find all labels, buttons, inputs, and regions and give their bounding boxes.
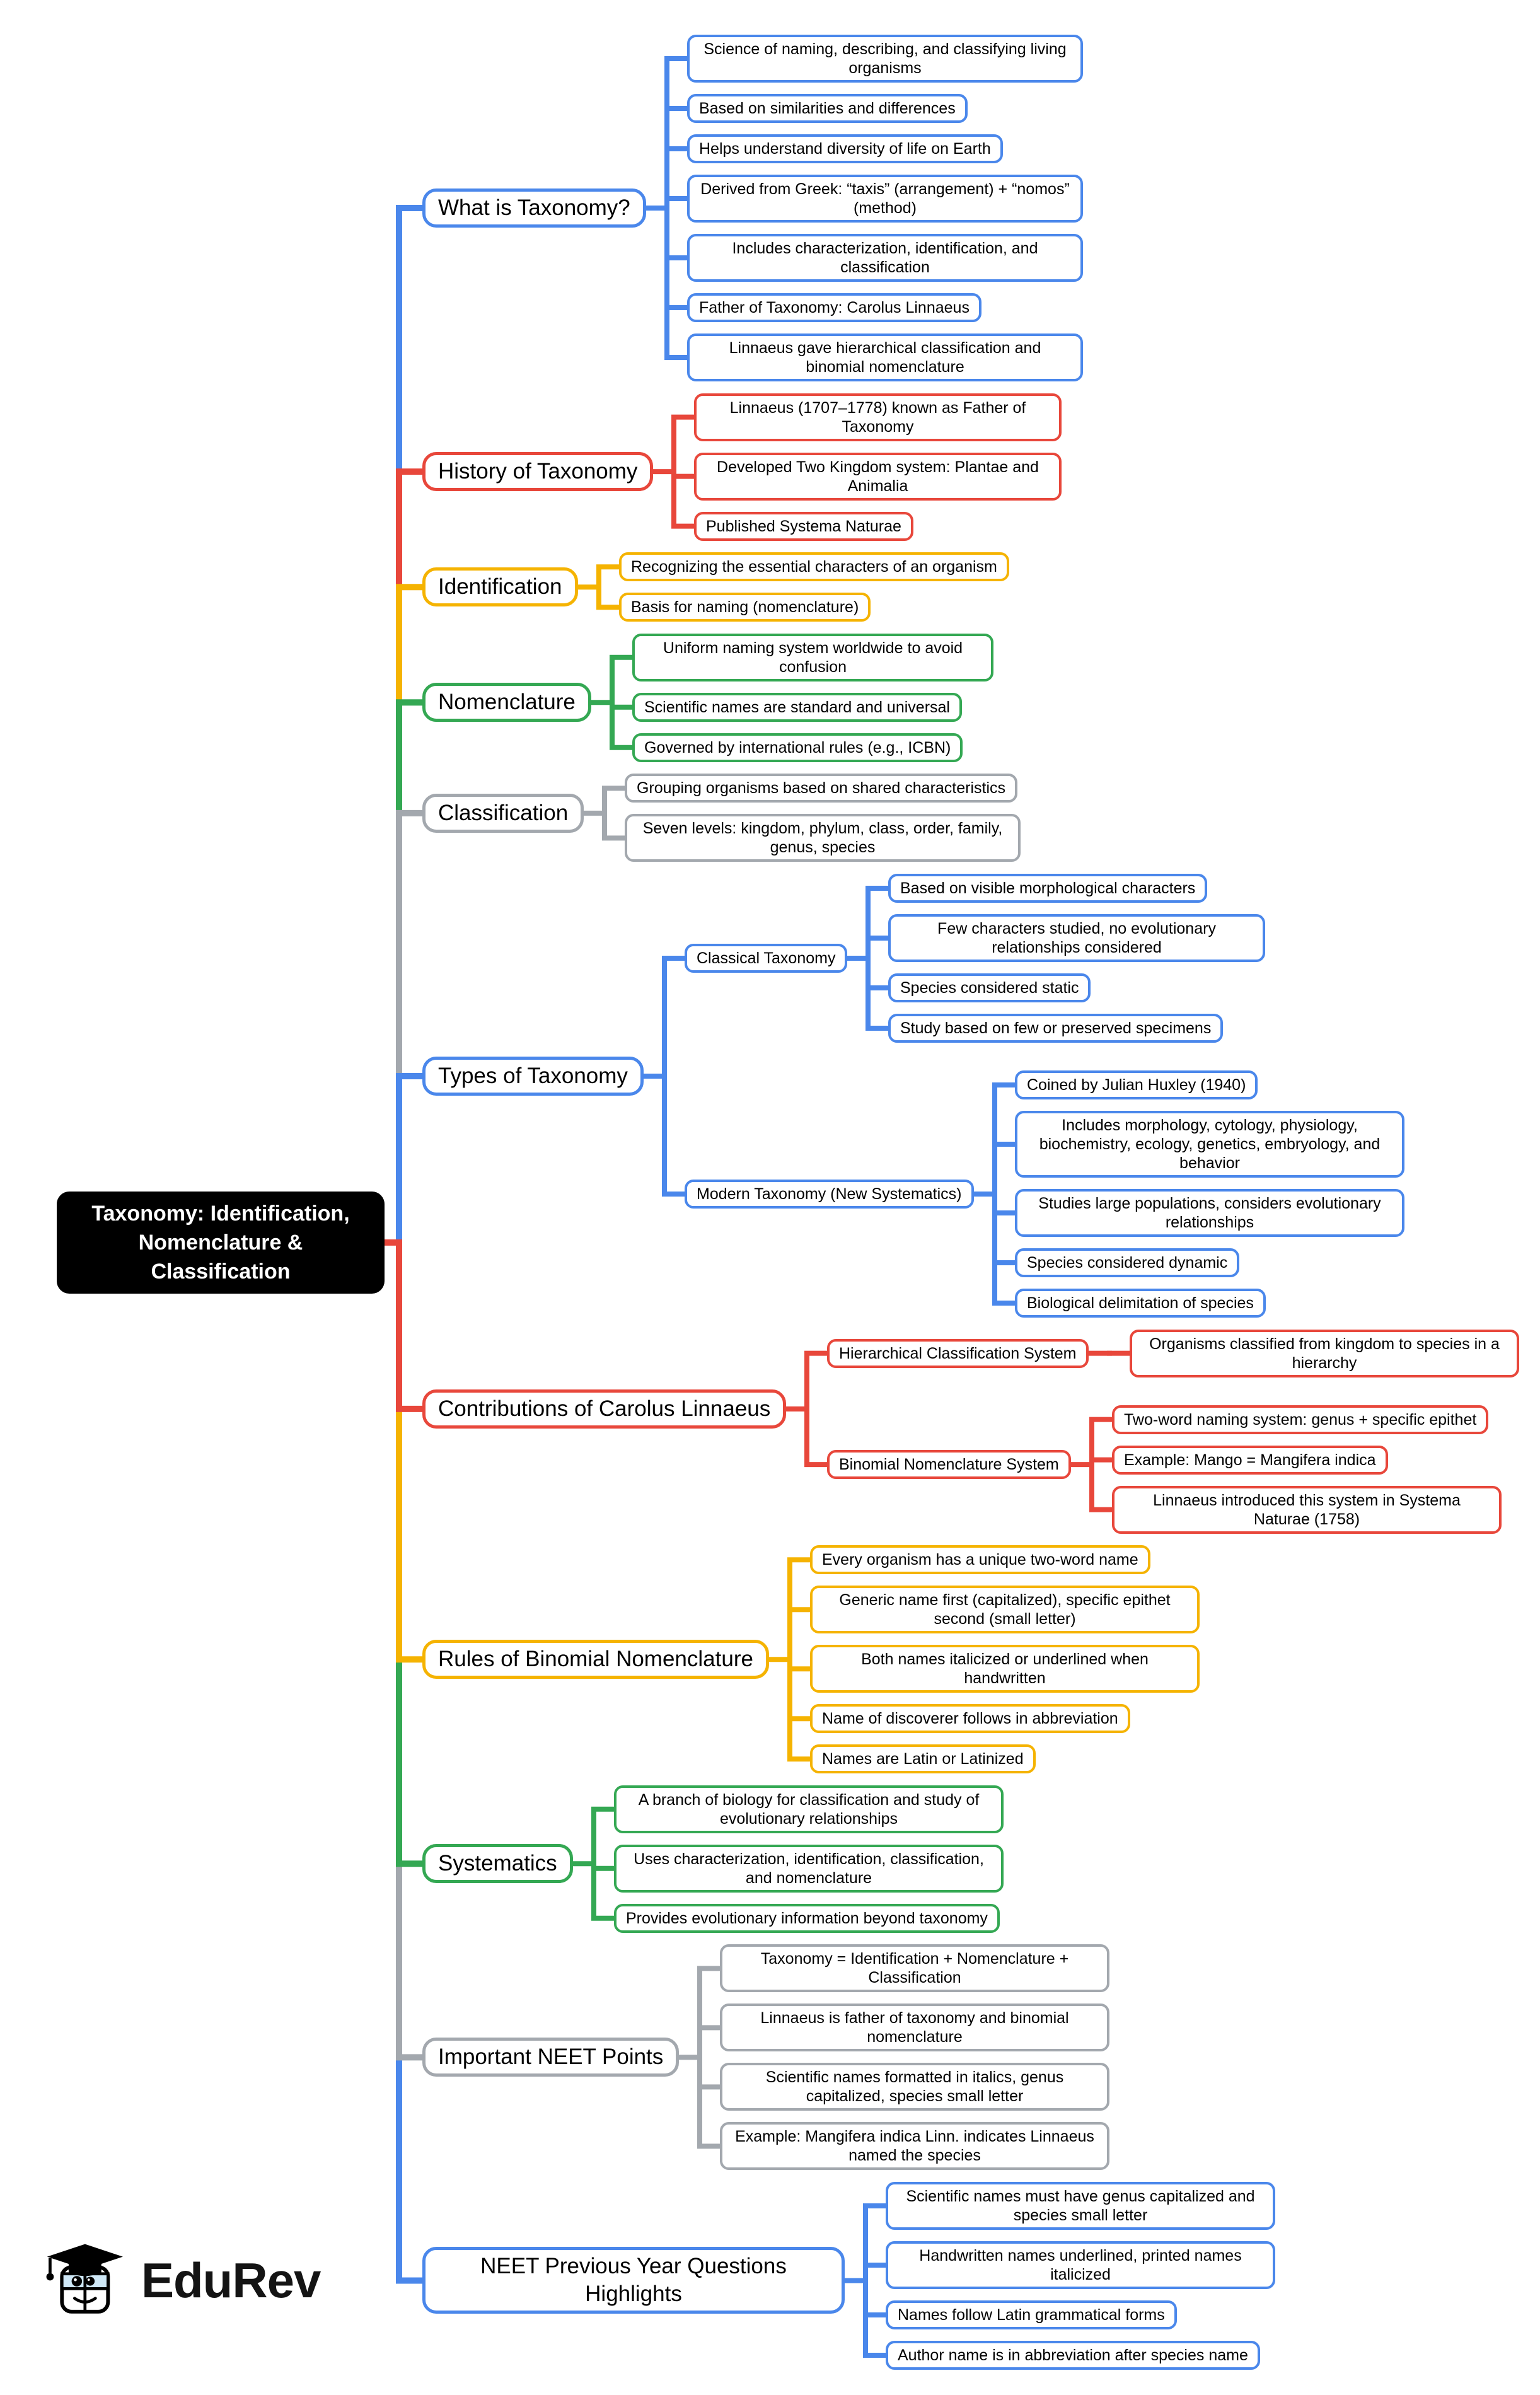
leaf-node-derived-from-greek-taxis-arrangement-nomos: Derived from Greek: “taxis” (arrangement… (687, 175, 1083, 223)
leaf-node-name-of-discoverer-follows-in-abbreviation: Name of discoverer follows in abbreviati… (810, 1704, 1130, 1733)
leaf-node-uses-characterization-identification-class: Uses characterization, identification, c… (614, 1845, 1004, 1893)
branch-node-identification: Identification (422, 567, 578, 606)
subtopic-node-hierarchical-classification-system: Hierarchical Classification System (827, 1339, 1089, 1368)
leaf-node-linnaeus-gave-hierarchical-classification-: Linnaeus gave hierarchical classificatio… (687, 333, 1083, 381)
leaf-node-biological-delimitation-of-species: Biological delimitation of species (1015, 1289, 1266, 1318)
branch-node-important-neet-points: Important NEET Points (422, 2038, 680, 2077)
leaf-node-handwritten-names-underlined-printed-names: Handwritten names underlined, printed na… (886, 2241, 1275, 2289)
branch-node-what-is-taxonomy: What is Taxonomy? (422, 188, 646, 228)
leaf-node-recognizing-the-essential-characters-of-an: Recognizing the essential characters of … (619, 552, 1009, 581)
leaf-node-a-branch-of-biology-for-classification-and: A branch of biology for classification a… (614, 1785, 1004, 1833)
leaf-node-names-follow-latin-grammatical-forms: Names follow Latin grammatical forms (886, 2300, 1177, 2329)
leaf-node-linnaeus-introduced-this-system-in-systema: Linnaeus introduced this system in Syste… (1112, 1486, 1502, 1534)
leaf-node-names-are-latin-or-latinized: Names are Latin or Latinized (810, 1744, 1036, 1773)
leaf-node-based-on-visible-morphological-characters: Based on visible morphological character… (888, 874, 1208, 903)
leaf-node-grouping-organisms-based-on-shared-charact: Grouping organisms based on shared chara… (625, 774, 1018, 803)
leaf-node-example-mango-mangifera-indica: Example: Mango = Mangifera indica (1112, 1446, 1388, 1475)
leaf-node-seven-levels-kingdom-phylum-class-order-fa: Seven levels: kingdom, phylum, class, or… (625, 814, 1021, 862)
leaf-node-scientific-names-formatted-in-italics-genu: Scientific names formatted in italics, g… (720, 2063, 1109, 2111)
leaf-node-linnaeus-is-father-of-taxonomy-and-binomia: Linnaeus is father of taxonomy and binom… (720, 2004, 1109, 2051)
leaf-node-helps-understand-diversity-of-life-on-eart: Helps understand diversity of life on Ea… (687, 134, 1003, 163)
branch-node-contributions-of-carolus-linnaeus: Contributions of Carolus Linnaeus (422, 1389, 787, 1429)
subtopic-node-binomial-nomenclature-system: Binomial Nomenclature System (827, 1450, 1071, 1479)
branch-node-types-of-taxonomy: Types of Taxonomy (422, 1057, 644, 1096)
leaf-node-species-considered-static: Species considered static (888, 973, 1091, 1002)
leaf-node-taxonomy-identification-nomenclature-class: Taxonomy = Identification + Nomenclature… (720, 1944, 1109, 1992)
central-topic-node: Taxonomy: Identification, Nomenclature &… (57, 1192, 385, 1294)
leaf-node-linnaeus-1707-1778-known-as-father-of-taxo: Linnaeus (1707–1778) known as Father of … (694, 393, 1062, 441)
edurev-brand-text: EduRev (141, 2253, 321, 2308)
leaf-node-study-based-on-few-or-preserved-specimens: Study based on few or preserved specimen… (888, 1014, 1224, 1043)
leaf-node-studies-large-populations-considers-evolut: Studies large populations, considers evo… (1015, 1189, 1404, 1237)
edurev-logo: EduRev (44, 2241, 321, 2320)
leaf-node-governed-by-international-rules-e-g-icbn: Governed by international rules (e.g., I… (632, 733, 963, 762)
leaf-node-includes-morphology-cytology-physiology-bi: Includes morphology, cytology, physiolog… (1015, 1111, 1404, 1178)
branch-node-rules-of-binomial-nomenclature: Rules of Binomial Nomenclature (422, 1640, 769, 1679)
leaf-node-both-names-italicized-or-underlined-when-h: Both names italicized or underlined when… (810, 1645, 1200, 1693)
leaf-node-few-characters-studied-no-evolutionary-rel: Few characters studied, no evolutionary … (888, 914, 1265, 962)
leaf-node-two-word-naming-system-genus-specific-epit: Two-word naming system: genus + specific… (1112, 1405, 1489, 1434)
leaf-node-example-mangifera-indica-linn-indicates-li: Example: Mangifera indica Linn. indicate… (720, 2122, 1109, 2170)
leaf-node-every-organism-has-a-unique-two-word-name: Every organism has a unique two-word nam… (810, 1545, 1150, 1574)
leaf-node-scientific-names-must-have-genus-capitaliz: Scientific names must have genus capital… (886, 2182, 1275, 2230)
leaf-node-coined-by-julian-huxley-1940: Coined by Julian Huxley (1940) (1015, 1070, 1258, 1099)
branch-node-history-of-taxonomy: History of Taxonomy (422, 452, 654, 491)
leaf-node-based-on-similarities-and-differences: Based on similarities and differences (687, 94, 968, 123)
leaf-node-generic-name-first-capitalized-specific-ep: Generic name first (capitalized), specif… (810, 1586, 1200, 1633)
leaf-node-species-considered-dynamic: Species considered dynamic (1015, 1248, 1240, 1277)
branch-node-nomenclature: Nomenclature (422, 683, 591, 722)
leaf-node-includes-characterization-identification-a: Includes characterization, identificatio… (687, 234, 1083, 282)
branch-node-neet-previous-year-questions-highlights: NEET Previous Year Questions Highlights (422, 2247, 845, 2314)
leaf-node-provides-evolutionary-information-beyond-t: Provides evolutionary information beyond… (614, 1904, 1000, 1933)
leaf-node-developed-two-kingdom-system-plantae-and-a: Developed Two Kingdom system: Plantae an… (694, 453, 1062, 501)
subtopic-node-classical-taxonomy: Classical Taxonomy (685, 944, 848, 973)
leaf-node-father-of-taxonomy-carolus-linnaeus: Father of Taxonomy: Carolus Linnaeus (687, 293, 981, 322)
leaf-node-science-of-naming-describing-and-classifyi: Science of naming, describing, and class… (687, 35, 1083, 83)
leaf-node-scientific-names-are-standard-and-universa: Scientific names are standard and univer… (632, 693, 962, 722)
branch-node-classification: Classification (422, 794, 584, 833)
leaf-node-basis-for-naming-nomenclature: Basis for naming (nomenclature) (619, 593, 871, 622)
subtopic-node-modern-taxonomy-new-systematics: Modern Taxonomy (New Systematics) (685, 1180, 974, 1209)
edurev-graduate-mascot-icon (44, 2241, 127, 2320)
leaf-node-author-name-is-in-abbreviation-after-speci: Author name is in abbreviation after spe… (886, 2341, 1260, 2370)
leaf-node-published-systema-naturae: Published Systema Naturae (694, 512, 913, 541)
leaf-node-organisms-classified-from-kingdom-to-speci: Organisms classified from kingdom to spe… (1130, 1330, 1519, 1377)
leaf-node-uniform-naming-system-worldwide-to-avoid-c: Uniform naming system worldwide to avoid… (632, 634, 993, 681)
branch-node-systematics: Systematics (422, 1844, 573, 1883)
